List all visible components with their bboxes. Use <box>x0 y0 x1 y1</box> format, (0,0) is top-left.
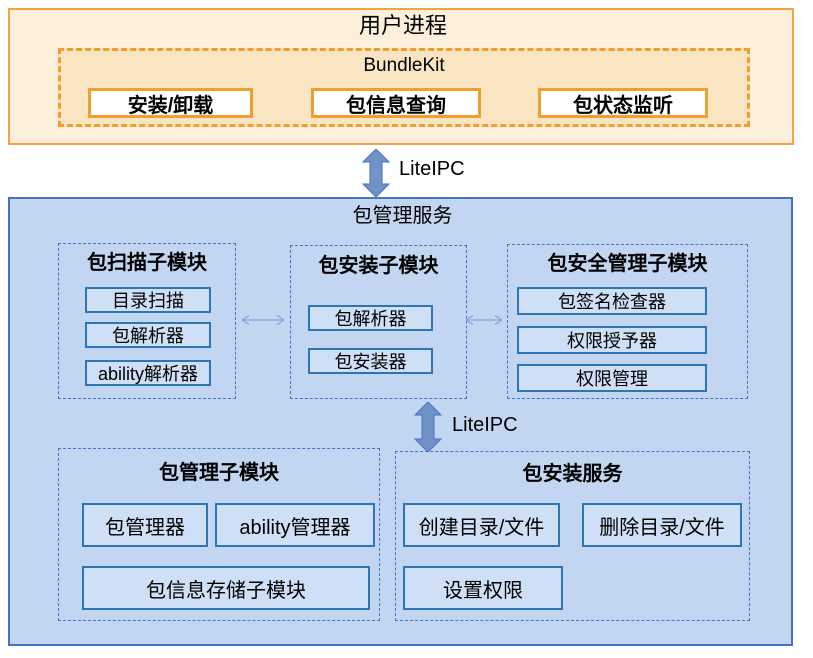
scan-install-bidirectional-arrow-icon <box>239 313 287 327</box>
install-security-bidirectional-arrow-icon <box>463 313 505 327</box>
manage-module-title: 包管理子模块 <box>159 462 279 484</box>
signature-checker-box: 包签名检查器 <box>517 287 707 315</box>
create-dir-file-box: 创建目录/文件 <box>403 503 560 547</box>
manage-module-box: 包管理子模块 <box>58 448 380 621</box>
dir-scan-box: 目录扫描 <box>85 287 211 313</box>
permission-granter-box: 权限授予器 <box>517 326 707 354</box>
liteipc-inner-label: LiteIPC <box>452 414 518 436</box>
install-uninstall-box: 安装/卸载 <box>88 88 253 118</box>
install-service-module-box: 包安装服务 <box>395 451 750 621</box>
bundle-info-storage-box: 包信息存储子模块 <box>82 566 370 610</box>
bundle-manager-box: 包管理器 <box>82 503 208 547</box>
liteipc-top-arrow-icon <box>362 149 390 197</box>
ability-parser-box: ability解析器 <box>85 360 211 386</box>
bundlekit-label: BundleKit <box>363 55 445 76</box>
scan-module-box: 包扫描子模块 <box>58 243 236 399</box>
security-module-title: 包安全管理子模块 <box>547 253 708 275</box>
security-module-box: 包安全管理子模块 <box>507 244 748 399</box>
pkg-service-title: 包管理服务 <box>352 205 453 227</box>
install-bundle-parser-box: 包解析器 <box>308 305 433 331</box>
liteipc-inner-arrow-icon <box>414 402 442 452</box>
install-module-box: 包安装子模块 <box>290 245 467 399</box>
bundle-status-listen-box: 包状态监听 <box>538 88 708 118</box>
bundle-info-query-box: 包信息查询 <box>311 88 481 118</box>
set-permission-box: 设置权限 <box>403 566 563 610</box>
install-module-title: 包安装子模块 <box>318 255 439 277</box>
user-process-title: 用户进程 <box>358 13 447 38</box>
ability-manager-box: ability管理器 <box>215 503 375 547</box>
scan-module-title: 包扫描子模块 <box>87 252 207 274</box>
permission-manage-box: 权限管理 <box>517 364 707 392</box>
delete-dir-file-box: 删除目录/文件 <box>582 503 742 547</box>
install-service-module-title: 包安装服务 <box>522 463 623 485</box>
liteipc-top-label: LiteIPC <box>399 158 465 180</box>
scan-bundle-parser-box: 包解析器 <box>85 322 211 348</box>
bundle-installer-box: 包安装器 <box>308 348 433 374</box>
